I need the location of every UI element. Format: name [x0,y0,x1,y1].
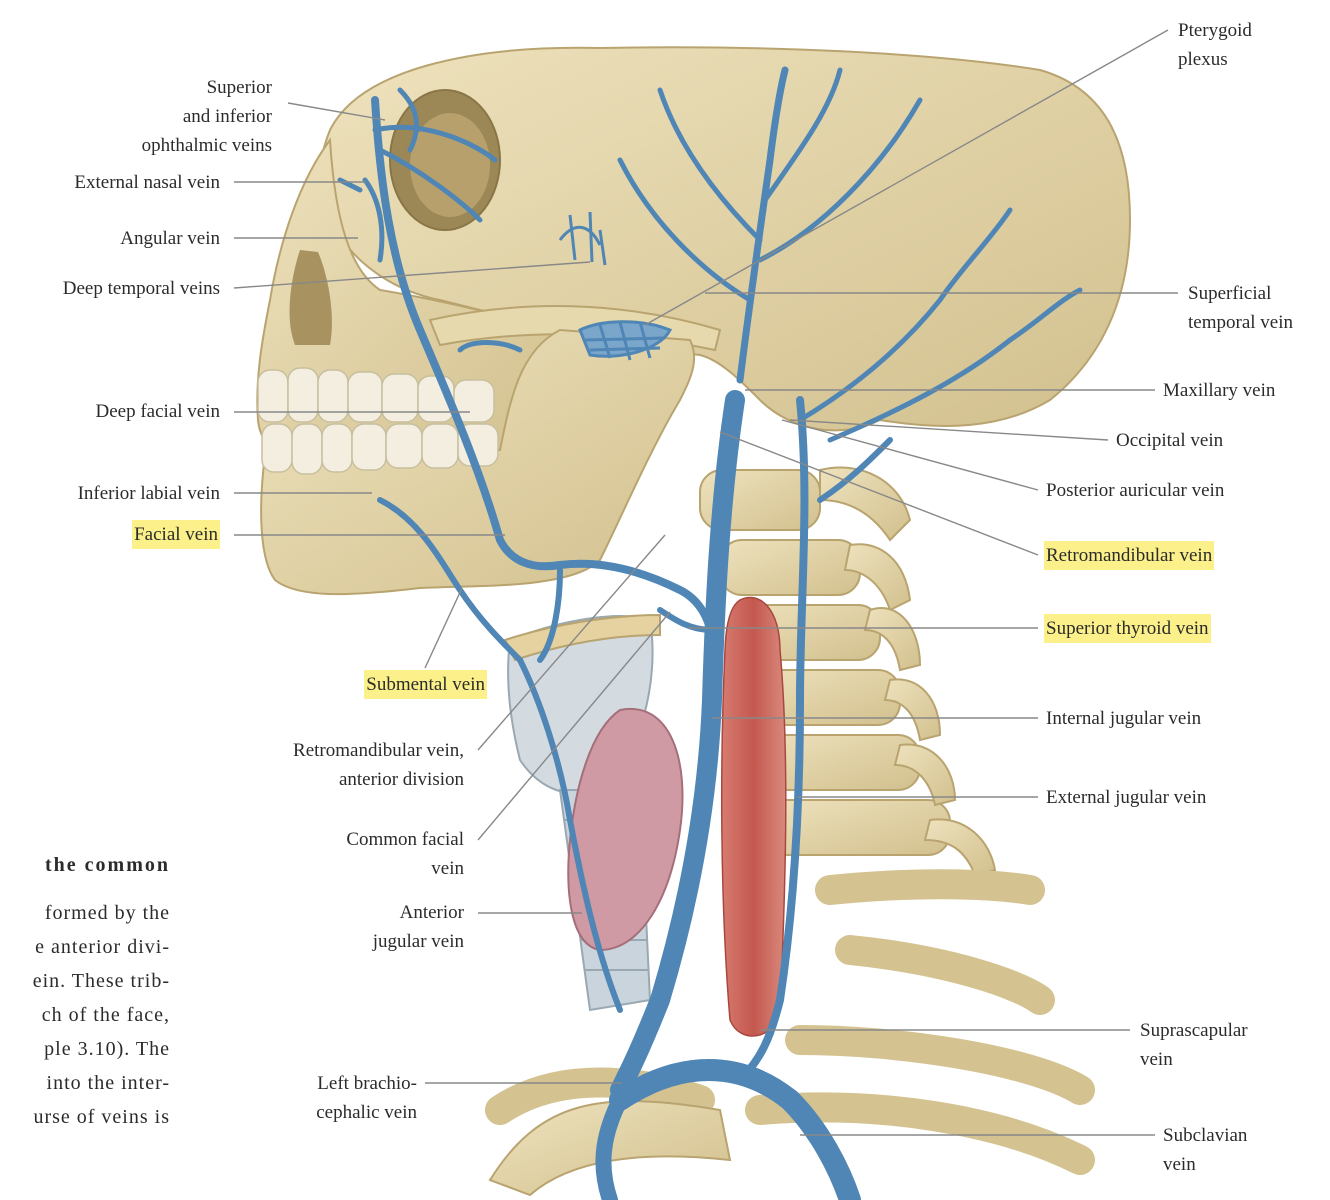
label-suprascapular-vein: Suprascapular vein [1140,1016,1248,1074]
label-line: vein [1140,1049,1173,1070]
label-line: Occipital vein [1116,430,1224,451]
label-line: Facial vein [132,520,220,549]
label-line: Superior thyroid vein [1044,614,1211,643]
label-common-facial-vein: Common facial vein [346,825,464,883]
label-angular-vein: Angular vein [120,224,220,253]
label-line: vein [431,858,464,879]
label-superficial-temporal-vein: Superficial temporal vein [1188,279,1293,337]
label-left-brachiocephalic-vein: Left brachio- cephalic vein [316,1069,417,1127]
label-line: vein [1163,1154,1196,1175]
label-facial-vein: Facial vein [132,520,220,549]
label-internal-jugular-vein: Internal jugular vein [1046,704,1201,733]
side-line: ein. These trib- [32,970,170,992]
label-external-jugular-vein: External jugular vein [1046,783,1206,812]
label-ophthalmic-veins: Superior and inferior ophthalmic veins [142,73,272,160]
label-line: Submental vein [364,670,487,699]
label-line: Inferior labial vein [77,483,220,504]
label-line: Deep facial vein [95,401,220,422]
label-retromandibular-vein: Retromandibular vein [1044,541,1215,570]
label-line: Internal jugular vein [1046,708,1202,729]
side-line: ch of the face, [41,1004,170,1026]
thyroid-gland [567,707,684,952]
label-line: Angular vein [120,228,220,249]
label-line: temporal vein [1188,312,1293,333]
cranium [318,46,1132,432]
side-line: formed by the [44,902,170,924]
label-line: Posterior auricular vein [1046,480,1225,501]
label-line: Retromandibular vein [1044,541,1215,570]
teeth [257,367,499,475]
label-subclavian-vein: Subclavian vein [1163,1121,1247,1179]
label-line: ophthalmic veins [141,135,272,156]
label-line: anterior division [338,769,464,790]
label-superior-thyroid-vein: Superior thyroid vein [1044,614,1211,643]
label-maxillary-vein: Maxillary vein [1163,376,1275,405]
label-line: Common facial [346,829,464,850]
label-anterior-jugular-vein: Anterior jugular vein [373,898,464,956]
side-heading: the common [45,854,170,876]
label-line: Superior [206,77,272,98]
label-line: cephalic vein [316,1102,417,1123]
pterygoid-plexus [558,211,673,361]
label-line: jugular vein [372,931,464,952]
label-pterygoid-plexus: Pterygoid plexus [1178,16,1252,74]
orbit-depth [410,113,490,217]
label-line: Suprascapular [1140,1020,1248,1041]
label-deep-temporal-veins: Deep temporal veins [63,274,220,303]
side-line: ple 3.10). The [44,1038,170,1060]
label-line: Maxillary vein [1163,380,1276,401]
veins [337,66,1083,1200]
label-submental-vein: Submental vein [364,670,487,699]
label-occipital-vein: Occipital vein [1116,426,1223,455]
nasal-aperture [289,250,332,345]
label-line: Deep temporal veins [62,278,220,299]
label-line: Subclavian [1163,1125,1248,1146]
neck-muscle [720,596,787,1037]
label-line: plexus [1178,49,1228,70]
label-line: Retromandibular vein, [293,740,464,761]
side-line: urse of veins is [33,1106,170,1128]
label-line: and inferior [182,106,272,127]
label-posterior-auricular-vein: Posterior auricular vein [1046,476,1224,505]
label-line: Pterygoid [1178,20,1252,41]
label-line: Left brachio- [317,1073,417,1094]
label-line: Superficial [1188,283,1272,304]
side-line: into the inter- [46,1072,170,1094]
label-external-nasal-vein: External nasal vein [74,168,220,197]
book-side-text: the common formed by the e anterior divi… [0,848,170,1148]
label-deep-facial-vein: Deep facial vein [96,397,220,426]
label-line: Anterior [399,902,464,923]
label-line: External nasal vein [74,172,220,193]
cervical-spine [699,466,997,877]
label-inferior-labial-vein: Inferior labial vein [78,479,220,508]
leader-lines [233,29,1178,1136]
label-retromandibular-anterior-division: Retromandibular vein, anterior division [293,736,464,794]
side-line: e anterior divi- [35,936,170,958]
label-line: External jugular vein [1046,787,1207,808]
